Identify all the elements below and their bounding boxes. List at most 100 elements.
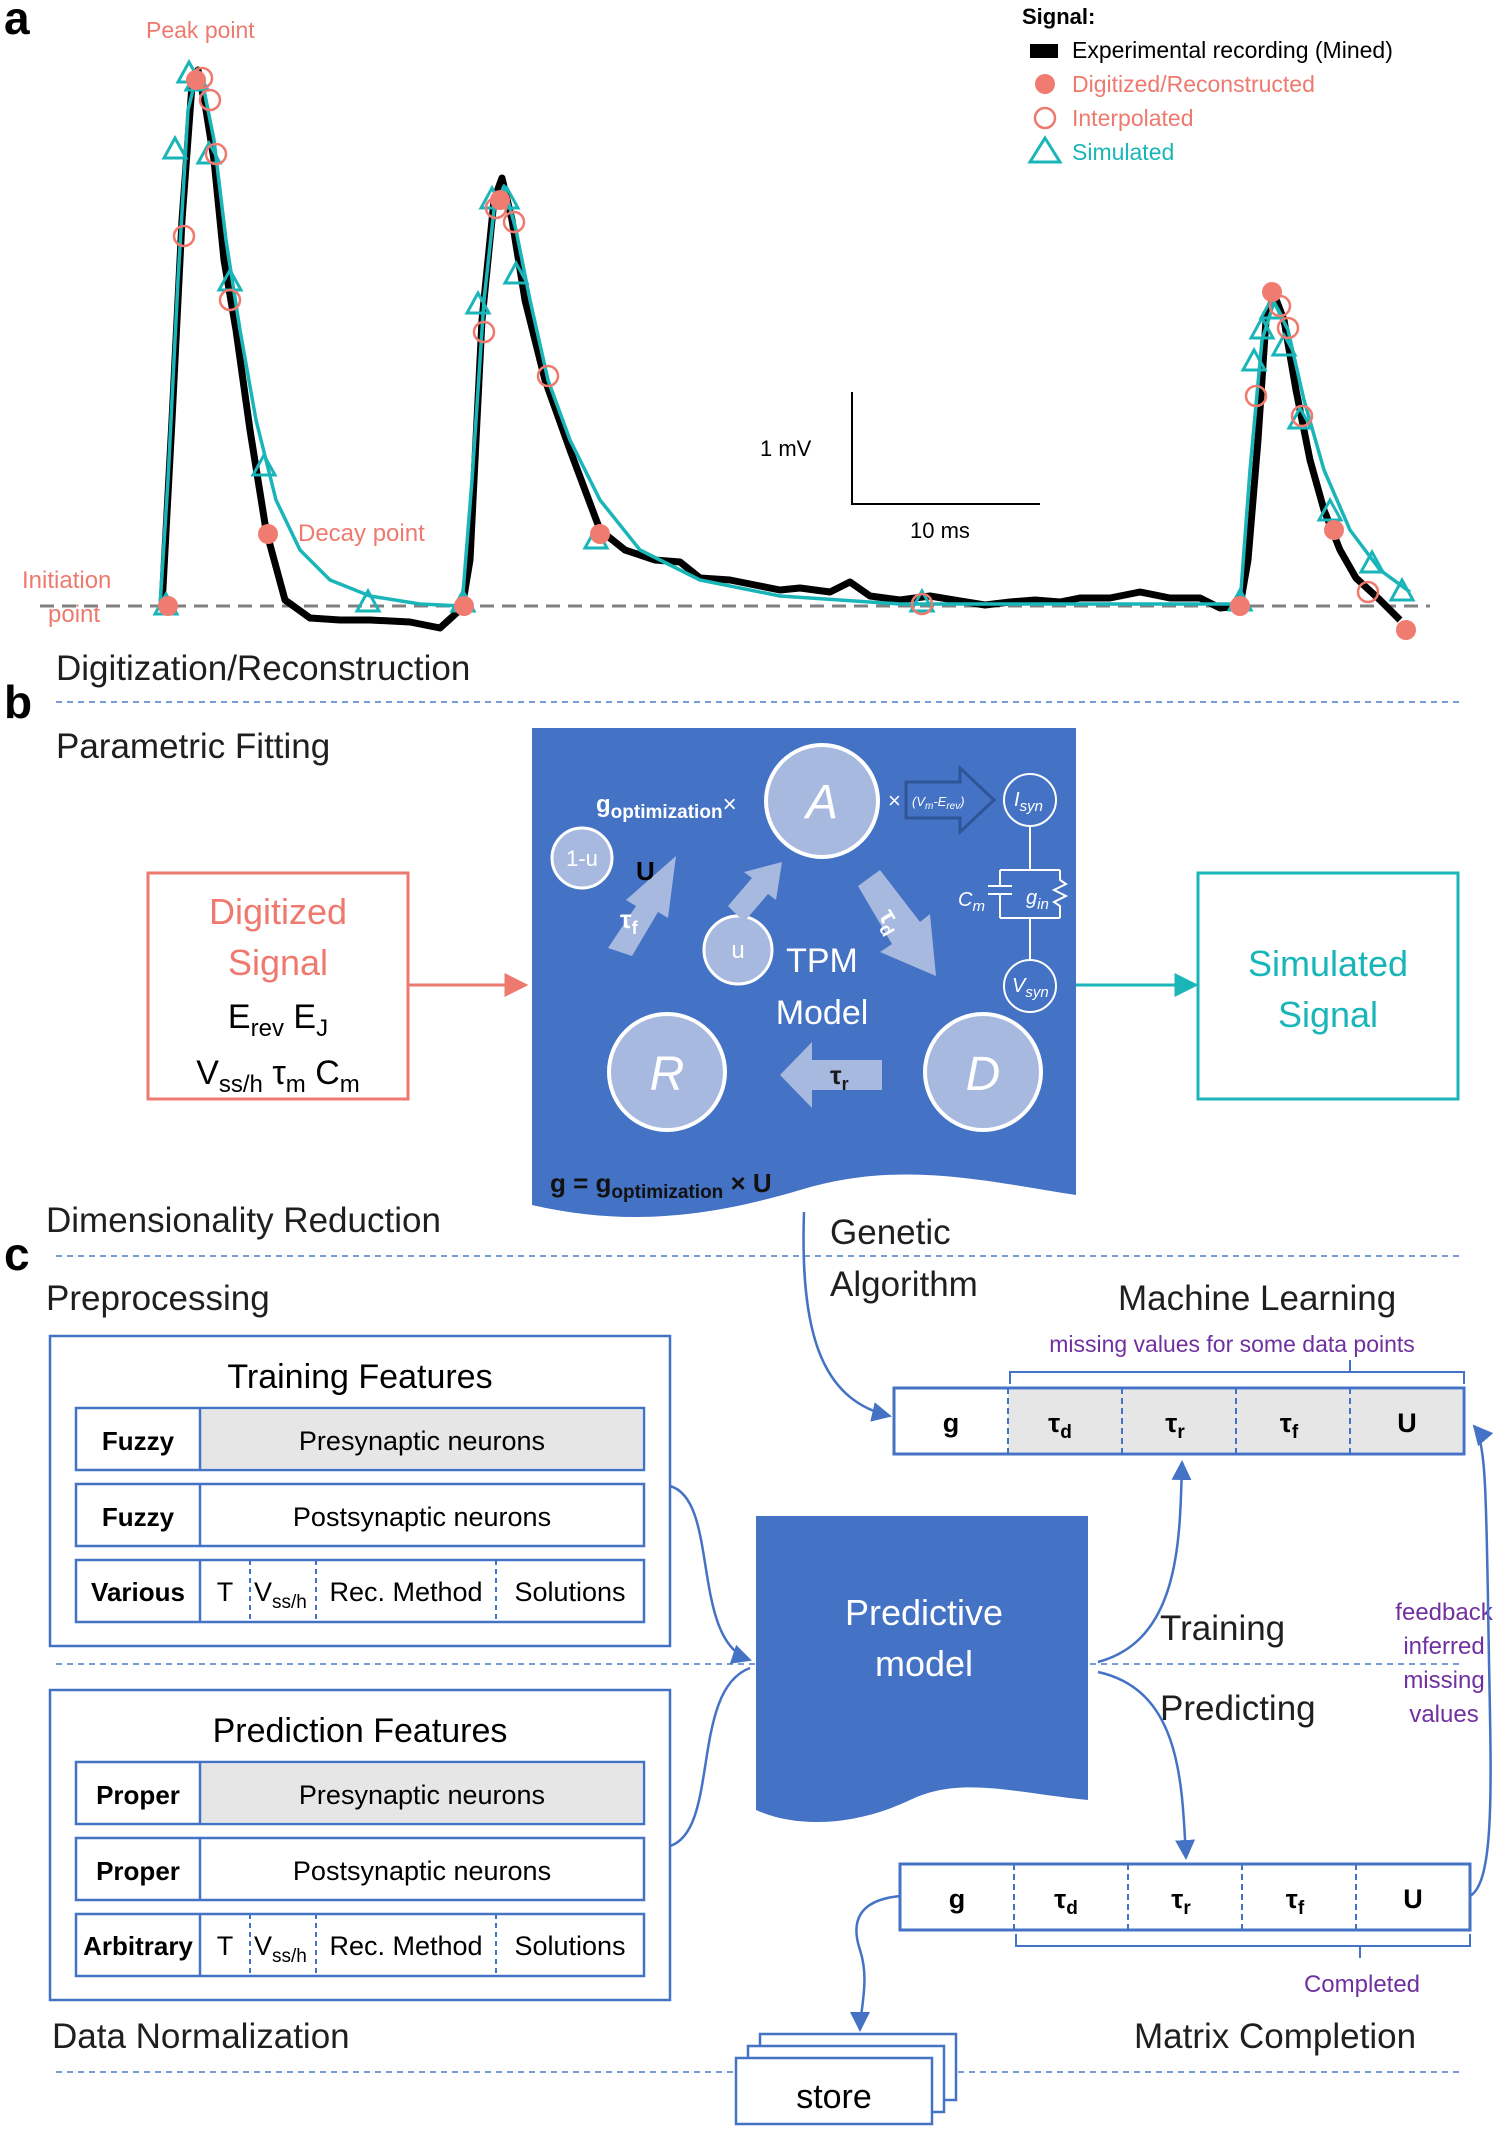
arrow-model-to-predicting xyxy=(1097,1670,1196,1860)
feedback-line-4: values xyxy=(1409,1701,1478,1728)
legend-title: Signal: xyxy=(1022,4,1095,29)
prediction-row3-v: Vss/h xyxy=(254,1931,307,1967)
tpm-vsyn-label: Vsyn xyxy=(1012,975,1049,1001)
prediction-features-box: Prediction Features Proper Presynaptic n… xyxy=(48,1688,672,2002)
digitized-box-title-2: Signal xyxy=(228,942,328,983)
tpm-model-label-2: Model xyxy=(776,994,869,1032)
stage-matrix-completion: Matrix Completion xyxy=(1134,2017,1416,2056)
prediction-row3-sol: Solutions xyxy=(514,1931,625,1961)
missing-values-brace xyxy=(1009,1360,1465,1384)
matrix1-col-tau-d: τd xyxy=(1048,1408,1072,1443)
panel-label-a: a xyxy=(4,0,30,44)
arrow-model-to-training xyxy=(1097,1460,1192,1664)
training-row3-t: T xyxy=(217,1577,234,1607)
tpm-arrow-tau-d xyxy=(858,870,936,976)
prediction-row1-value: Presynaptic neurons xyxy=(299,1780,545,1810)
store-label: store xyxy=(796,2078,872,2116)
matrix2-col-tau-f: τf xyxy=(1286,1884,1305,1919)
tpm-vm-erev-label: (Vm-Erev) xyxy=(912,794,965,812)
tpm-gin-label: gin xyxy=(1026,887,1049,913)
prediction-row3-rec: Rec. Method xyxy=(329,1931,482,1961)
simulated-box-label-1: Simulated xyxy=(1248,943,1408,984)
tpm-isyn-label: Isyn xyxy=(1014,789,1043,815)
genetic-algorithm-label-2: Algorithm xyxy=(830,1265,978,1304)
matrix2-col-u: U xyxy=(1403,1884,1423,1914)
scale-bar xyxy=(851,392,1040,505)
matrix1-col-tau-f: τf xyxy=(1280,1408,1299,1443)
genetic-algorithm-label-1: Genetic xyxy=(830,1213,951,1252)
tpm-tau-r-label: τr xyxy=(830,1060,849,1094)
peak-point-label: Peak point xyxy=(146,17,255,43)
arrow-training-to-model xyxy=(669,1484,752,1664)
tpm-node-a-label: A xyxy=(803,776,838,829)
stage-dimensionality: Dimensionality Reduction xyxy=(46,1201,441,1240)
training-row3-rec: Rec. Method xyxy=(329,1577,482,1607)
training-row1-value: Presynaptic neurons xyxy=(299,1426,545,1456)
training-row3-v: Vss/h xyxy=(254,1577,307,1613)
prediction-features-title: Prediction Features xyxy=(213,1712,508,1750)
training-features-title: Training Features xyxy=(227,1358,492,1396)
legend-interpolated-swatch xyxy=(1033,106,1057,130)
stage-preprocessing: Preprocessing xyxy=(46,1279,270,1318)
tpm-node-u-label: u xyxy=(731,937,744,964)
experimental-trace xyxy=(158,66,1403,632)
tpm-arrow-tau-r xyxy=(780,1042,882,1108)
stage-digitization: Digitization/Reconstruction xyxy=(56,649,470,688)
tpm-vsyn-node xyxy=(1003,959,1057,1013)
tpm-node-d-label: D xyxy=(966,1048,1001,1101)
scale-bar-vertical-label: 1 mV xyxy=(760,436,812,461)
tpm-contents: goptimization× A × (Vm-Erev) Isyn Cm gin… xyxy=(550,743,1069,1203)
prediction-row1-label: Proper xyxy=(96,1780,180,1810)
prediction-row2-value: Postsynaptic neurons xyxy=(293,1856,551,1886)
training-features-box: Training Features Fuzzy Presynaptic neur… xyxy=(48,1334,672,1648)
legend-interpolated-label: Interpolated xyxy=(1072,105,1193,131)
training-row1-label: Fuzzy xyxy=(102,1426,175,1456)
predicting-label: Predicting xyxy=(1160,1689,1316,1728)
matrix-completed-frame xyxy=(898,1862,1472,1932)
store-stack: store xyxy=(734,2032,958,2126)
decay-point-label: Decay point xyxy=(298,520,425,547)
legend-digitized-swatch xyxy=(1035,74,1055,94)
store-box xyxy=(734,2056,934,2126)
training-row2-value: Postsynaptic neurons xyxy=(293,1502,551,1532)
matrix2-col-tau-r: τr xyxy=(1171,1884,1191,1919)
stage-parametric: Parametric Fitting xyxy=(56,727,330,766)
initiation-point-label-2: point xyxy=(48,601,100,628)
arrow-prediction-to-model xyxy=(669,1666,751,1848)
matrix2-col-tau-d: τd xyxy=(1054,1884,1078,1919)
training-row2-label: Fuzzy xyxy=(102,1502,175,1532)
panel-label-c: c xyxy=(4,1228,30,1280)
tpm-arrow-u xyxy=(728,862,782,922)
legend: Signal: Experimental recording (Mined) D… xyxy=(1022,4,1393,165)
completed-label: Completed xyxy=(1304,1971,1420,1998)
matrix1-col-u: U xyxy=(1397,1408,1417,1438)
tpm-node-1u-label: 1-u xyxy=(566,846,598,871)
stage-normalization: Data Normalization xyxy=(52,2017,350,2056)
tpm-node-r xyxy=(607,1012,727,1132)
tpm-model-label-1: TPM xyxy=(786,942,858,980)
training-row3-label: Various xyxy=(91,1577,185,1607)
tpm-tau-f-label: τf xyxy=(620,904,639,938)
feedback-line-1: feedback xyxy=(1395,1599,1493,1626)
tpm-vm-erev-arrow xyxy=(904,764,997,836)
digitized-signal-box xyxy=(146,871,410,1101)
predictive-model-label-2: model xyxy=(875,1643,973,1684)
predictive-model-box xyxy=(756,1516,1088,1823)
panel-label-b: b xyxy=(4,676,32,728)
matrix-incomplete: g τd τr τf U xyxy=(892,1386,1466,1456)
digitized-box-params-1: Erev EJ xyxy=(228,998,328,1042)
matrix2-col-g: g xyxy=(949,1884,966,1914)
matrix-completed: g τd τr τf U xyxy=(898,1862,1472,1932)
tpm-node-d xyxy=(923,1012,1043,1132)
legend-experimental-label: Experimental recording (Mined) xyxy=(1072,37,1393,63)
prediction-row3-label: Arbitrary xyxy=(83,1931,193,1961)
prediction-row2-label: Proper xyxy=(96,1856,180,1886)
training-row3-sol: Solutions xyxy=(514,1577,625,1607)
digitized-markers xyxy=(158,70,1416,640)
tpm-equation: g = goptimization × U xyxy=(550,1168,772,1203)
initiation-point-label-1: Initiation xyxy=(22,567,111,594)
legend-experimental-swatch xyxy=(1030,44,1058,58)
feedback-line-3: missing xyxy=(1403,1667,1484,1694)
matrix1-col-g: g xyxy=(943,1408,960,1438)
simulated-box-label-2: Signal xyxy=(1278,994,1378,1035)
